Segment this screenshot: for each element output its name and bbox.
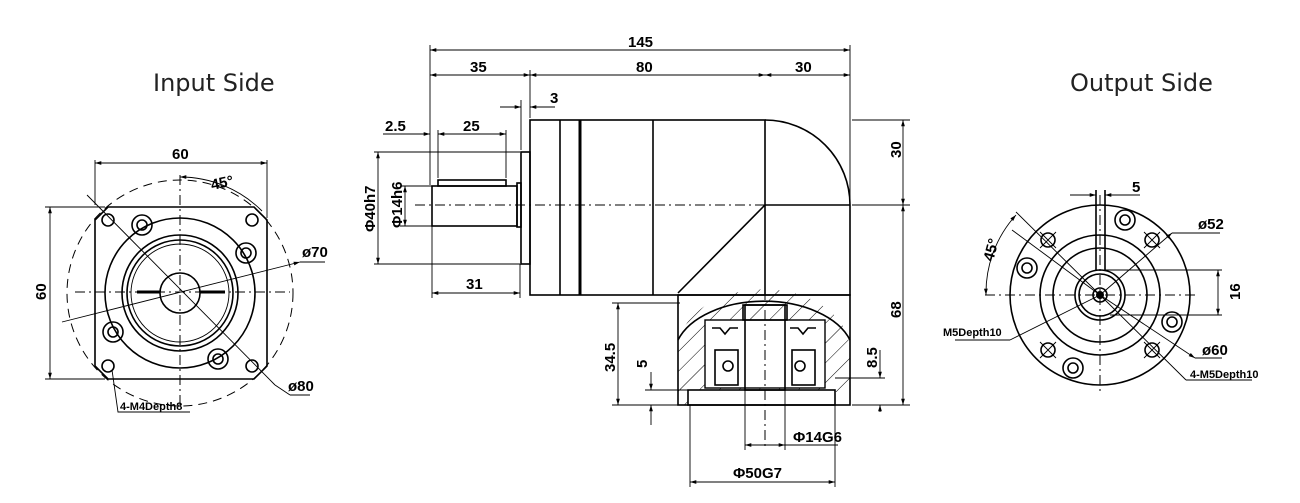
shaft-offset-label: 2.5 (385, 118, 406, 135)
pilot-dia-label: Φ40h7 (362, 185, 379, 232)
output-side-view: 5 ø52 16 M5Depth10 ø60 4-M5Depth10 45° (943, 179, 1258, 395)
pilot-step-label: 5 (634, 360, 651, 368)
angle-label: 45° (980, 237, 1002, 263)
input-length-label: 35 (470, 59, 487, 76)
tap-label: 4-M4Depth8 (120, 401, 182, 413)
overall-length-label: 145 (628, 34, 653, 51)
key-width-label: 5 (1132, 179, 1140, 196)
flange-step-label: 3 (550, 90, 558, 107)
height-label: 60 (33, 283, 50, 300)
pilot-out-label: Φ50G7 (733, 465, 782, 482)
pcd80-label: ø80 (288, 378, 314, 395)
pcd60-label: ø60 (1202, 342, 1228, 359)
center-tap-label: M5Depth10 (943, 327, 1002, 339)
flange-thk-label: 8.5 (864, 347, 881, 368)
body-length-label: 80 (636, 59, 653, 76)
shaft-dia-label: Φ14h6 (389, 181, 406, 228)
bore-depth-label: 34.5 (602, 343, 619, 372)
width-label: 60 (172, 146, 189, 163)
input-side-view: 60 60 45° ø70 ø80 4-M4Depth8 (33, 146, 328, 413)
output-side-title: Output Side (1070, 69, 1213, 97)
angle-label: 45° (209, 173, 235, 194)
pcd52-label: ø52 (1198, 216, 1224, 233)
bore-dia-label: Φ14G6 (793, 429, 842, 446)
key-length-label: 25 (463, 118, 480, 135)
pcd70-label: ø70 (302, 244, 328, 261)
input-side-title: Input Side (153, 69, 275, 97)
output-length-label: 30 (795, 59, 812, 76)
shaft-length-label: 31 (466, 276, 483, 293)
keyway-height-label: 16 (1227, 283, 1244, 300)
side-view: 145 35 80 30 3 2.5 25 Φ40h7 Φ14h6 31 30 … (362, 34, 910, 487)
upper-height-label: 30 (888, 141, 905, 158)
lower-height-label: 68 (888, 301, 905, 318)
tap-label: 4-M5Depth10 (1190, 369, 1258, 381)
